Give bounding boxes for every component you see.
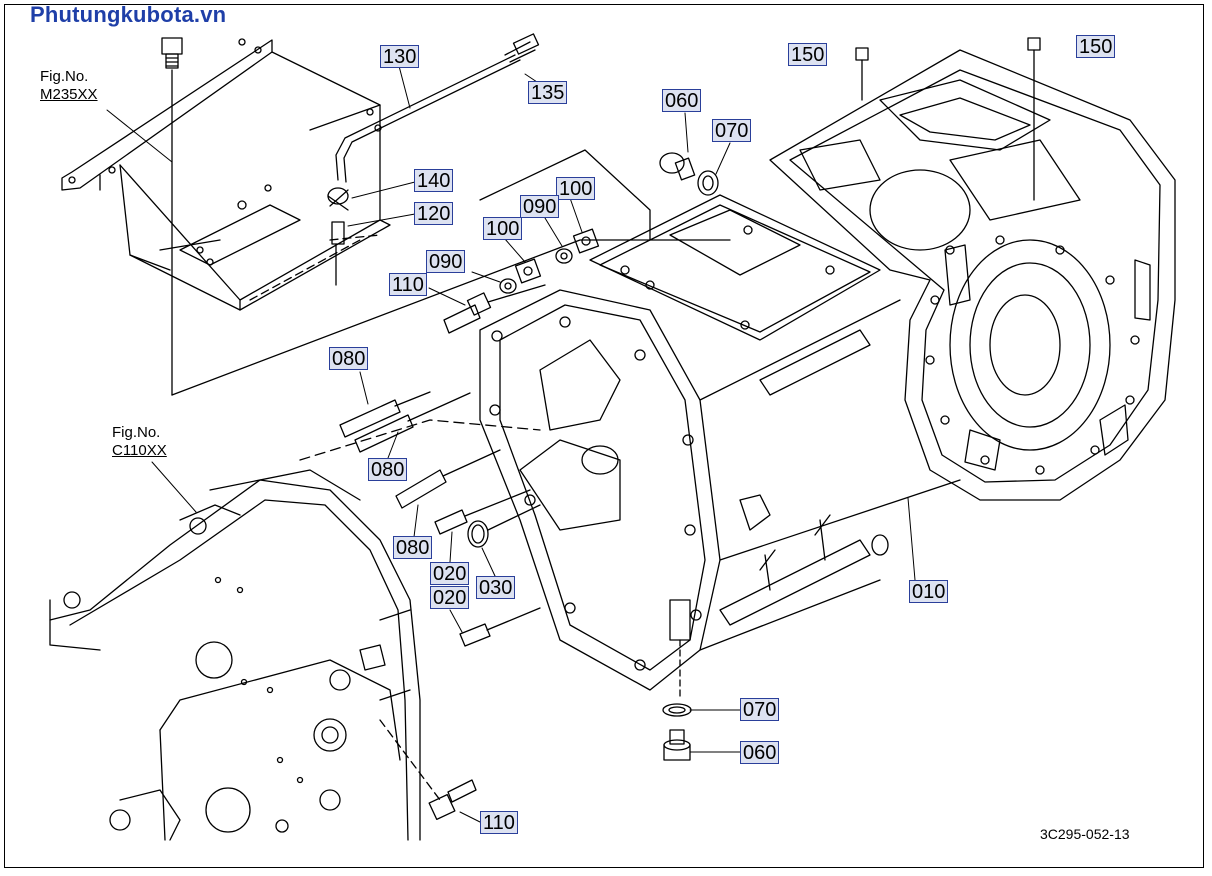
callout-100-right[interactable]: 100 (556, 177, 596, 200)
callout-020-upper[interactable]: 020 (430, 562, 470, 585)
seal-070-bottom (662, 703, 692, 717)
callout-080-top[interactable]: 080 (329, 347, 369, 370)
bolt-110-bottom (379, 719, 477, 821)
callout-090-left[interactable]: 090 (426, 250, 466, 273)
stud-080-c (395, 449, 501, 509)
callout-110-top[interactable]: 110 (389, 273, 427, 296)
callout-135[interactable]: 135 (528, 81, 568, 104)
callout-120[interactable]: 120 (414, 202, 454, 225)
plug-150-right (1027, 37, 1041, 201)
callout-010[interactable]: 010 (909, 580, 949, 603)
pin-020-b (459, 607, 541, 647)
callout-020-lower[interactable]: 020 (430, 586, 470, 609)
fig-ref-code[interactable]: M235XX (40, 86, 98, 103)
callout-080-bottom[interactable]: 080 (393, 536, 433, 559)
washer-090-b (555, 248, 573, 264)
bolt-110-top (443, 284, 546, 334)
pipe-130-drawing (335, 33, 540, 183)
clamp-140-drawing (327, 187, 349, 211)
plug-060-top (659, 152, 696, 181)
drain-plug-top (161, 37, 183, 396)
front-housing-drawing (49, 419, 541, 841)
callout-130[interactable]: 130 (380, 45, 420, 68)
part-120-drawing (331, 221, 345, 286)
callout-030[interactable]: 030 (476, 576, 516, 599)
fig-ref-m235xx[interactable]: Fig.No. M235XX (40, 68, 98, 104)
callout-150-right[interactable]: 150 (1076, 35, 1116, 58)
callout-110-bottom[interactable]: 110 (480, 811, 518, 834)
transmission-case-drawing (479, 49, 1176, 701)
callout-060-top[interactable]: 060 (662, 89, 702, 112)
fig-ref-label: Fig.No. (40, 68, 89, 85)
stud-080-b (354, 392, 471, 453)
drawing-frame (4, 4, 1204, 868)
seal-070-top (697, 170, 719, 196)
callout-100-left[interactable]: 100 (483, 217, 523, 240)
leader-lines (106, 65, 916, 823)
plug-060-bottom (663, 729, 691, 761)
plug-150-left (855, 47, 869, 101)
callout-070-bottom[interactable]: 070 (740, 698, 780, 721)
tank-bracket-drawing (61, 38, 391, 311)
callout-140[interactable]: 140 (414, 169, 454, 192)
callout-070-top[interactable]: 070 (712, 119, 752, 142)
callout-150-left[interactable]: 150 (788, 43, 828, 66)
nut-100-a (514, 258, 542, 284)
fig-ref-label: Fig.No. (112, 424, 161, 441)
callout-080-middle[interactable]: 080 (368, 458, 408, 481)
site-title[interactable]: Phutungkubota.vn (30, 2, 227, 27)
drawing-code: 3C295-052-13 (1040, 826, 1130, 842)
callout-090-right[interactable]: 090 (520, 195, 560, 218)
stud-080-a (339, 391, 431, 438)
callout-060-bottom[interactable]: 060 (740, 741, 780, 764)
seal-030 (467, 504, 541, 548)
nut-100-b (572, 228, 600, 254)
fig-ref-c110xx[interactable]: Fig.No. C110XX (112, 424, 167, 460)
fig-ref-code[interactable]: C110XX (112, 442, 167, 459)
washer-090-a (499, 278, 517, 294)
pin-020-a (434, 489, 531, 535)
